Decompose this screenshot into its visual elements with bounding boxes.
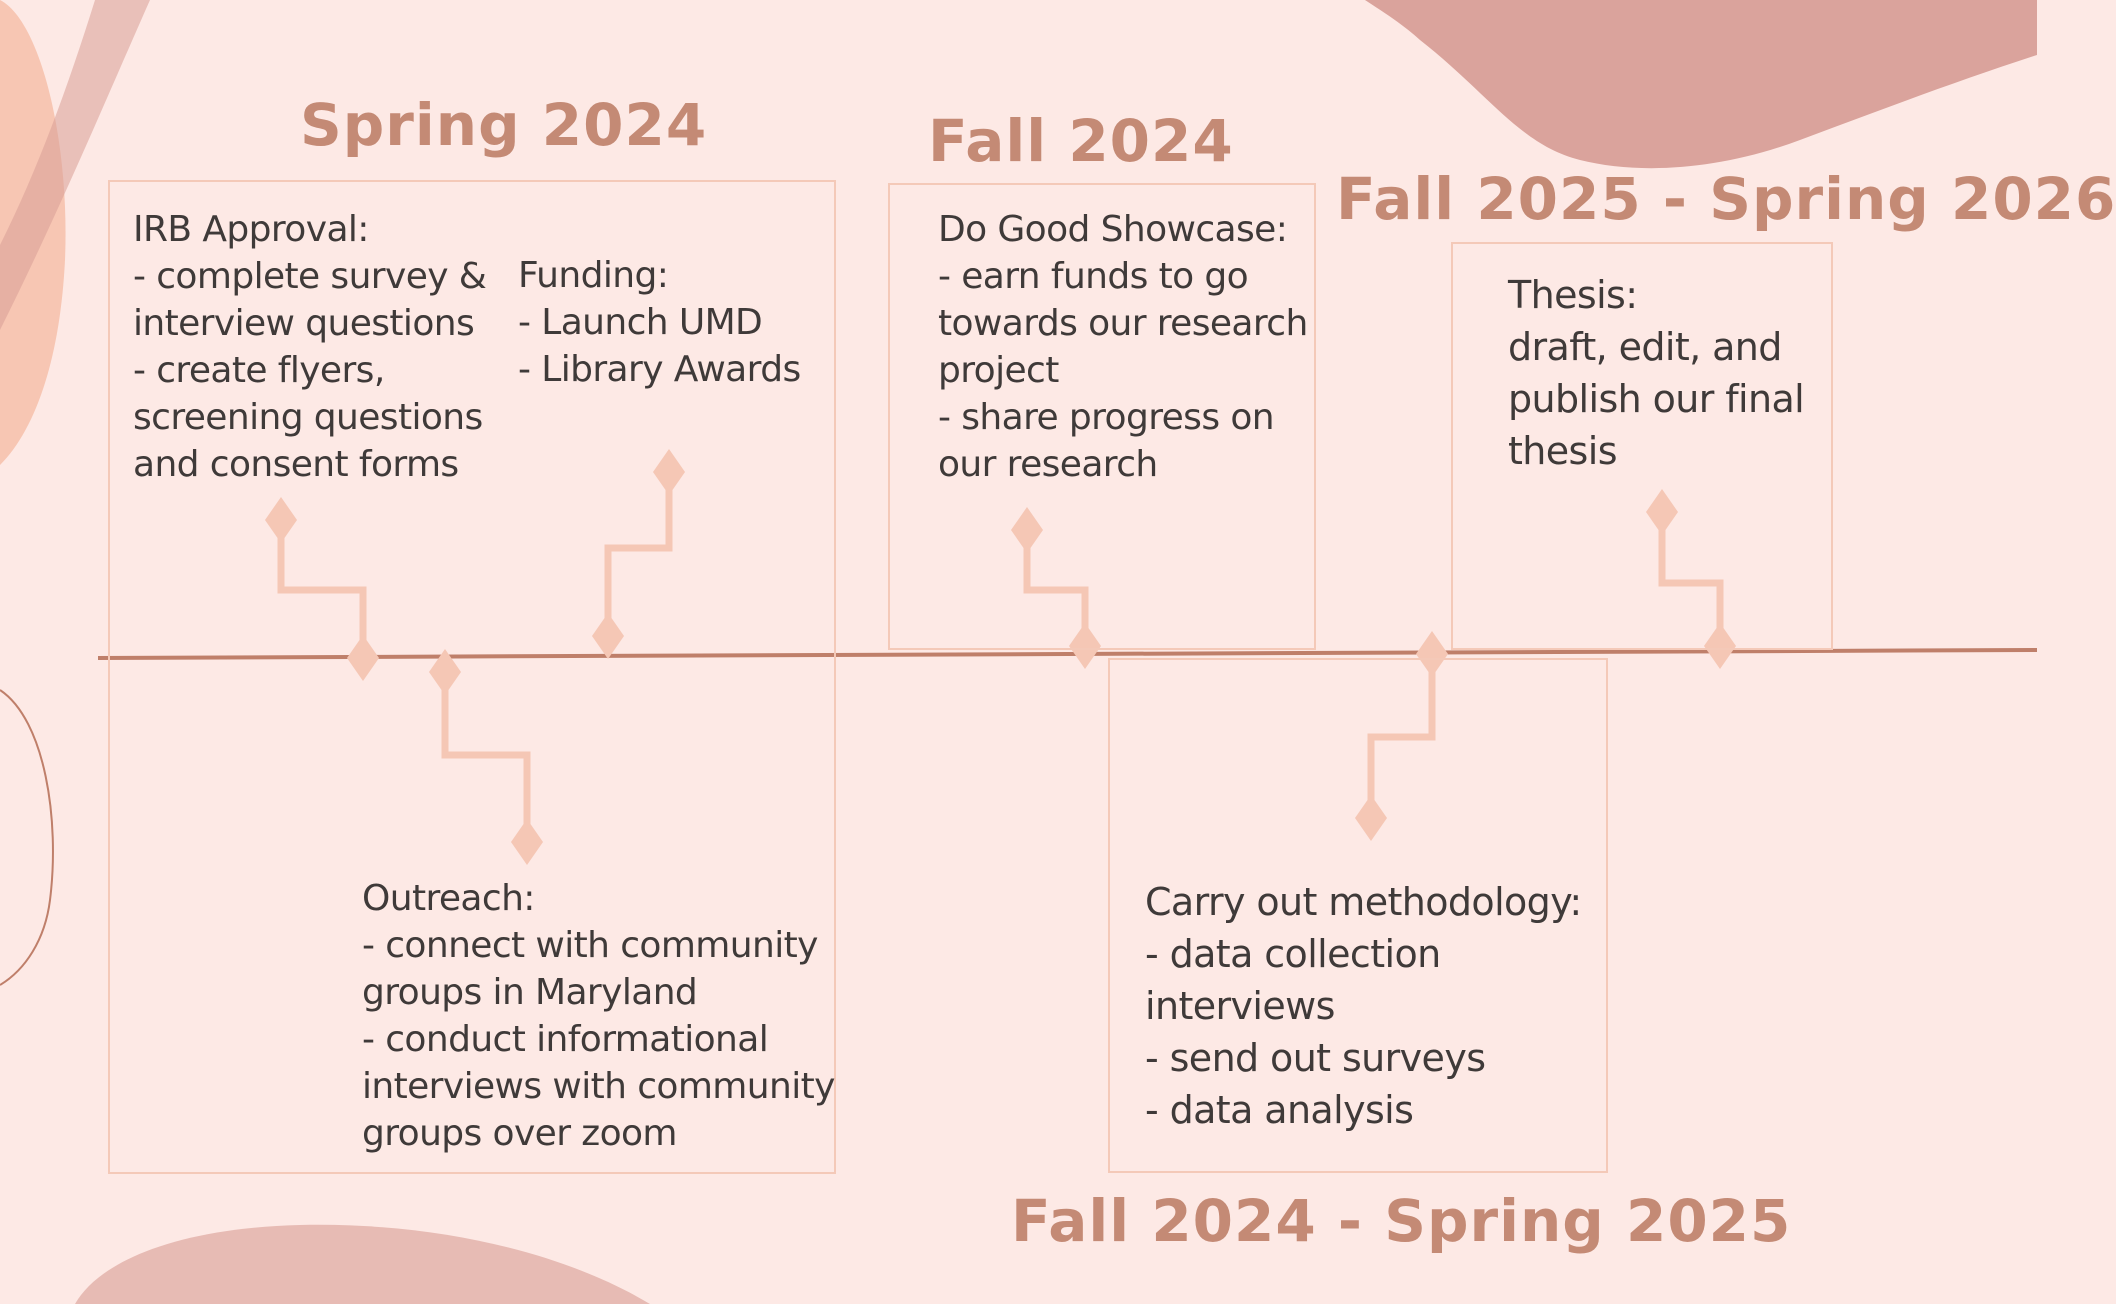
milestone-line: publish our final [1508,377,1805,421]
diamond-irb-top [265,497,297,543]
milestone-title: Do Good Showcase: [938,209,1288,250]
connector-irb [277,520,367,658]
outline-arc-left [0,689,54,986]
period-heading-fall-2025-spring-2026: Fall 2025 - Spring 2026 [1336,165,2116,233]
diamond-showcase-top [1011,507,1043,553]
milestone-outreach: Outreach: - connect with community group… [362,875,835,1157]
milestone-line: interview questions [133,303,475,344]
connector-outreach [441,672,531,842]
milestone-do-good-showcase: Do Good Showcase: - earn funds to go tow… [938,206,1308,488]
milestone-line: draft, edit, and [1508,325,1782,369]
milestone-line: groups in Maryland [362,972,698,1013]
blob-bottom-left [75,1224,650,1304]
diamond-methodology-axis [1416,631,1448,677]
milestone-title: Outreach: [362,878,535,919]
diamond-funding-axis [592,613,624,659]
fall-2025-spring-2026-frame [1451,242,1833,650]
milestone-line: our research [938,444,1158,485]
milestone-line: - earn funds to go [938,256,1249,297]
milestone-line: - Launch UMD [518,302,763,343]
milestone-line: - connect with community [362,925,818,966]
diamond-outreach-bottom [511,819,543,865]
milestone-title: Funding: [518,255,669,296]
milestone-line: interviews [1145,984,1335,1028]
period-heading-fall-2024: Fall 2024 [928,107,1234,175]
fall-2024-spring-2025-frame [1108,658,1608,1173]
milestone-line: project [938,350,1059,391]
milestone-line: - data collection [1145,932,1441,976]
milestone-line: thesis [1508,429,1618,473]
milestone-line: - complete survey & [133,256,487,297]
connectors [277,472,1724,842]
spring-2024-frame [108,180,836,1174]
milestone-carry-out-methodology: Carry out methodology: - data collection… [1145,876,1582,1136]
period-heading-fall-2024-spring-2025: Fall 2024 - Spring 2025 [1011,1187,1792,1255]
milestone-line: - conduct informational [362,1019,769,1060]
diamond-showcase-axis [1069,623,1101,669]
blob-top-right [1365,0,2037,169]
background-decor [0,0,2037,1304]
milestone-title: Carry out methodology: [1145,880,1582,924]
diamond-irb-axis [347,635,379,681]
milestone-line: screening questions [133,397,483,438]
diamond-outreach-axis [429,649,461,695]
period-heading-spring-2024: Spring 2024 [300,91,708,159]
milestone-line: interviews with community [362,1066,835,1107]
milestone-line: groups over zoom [362,1113,678,1154]
timeline-diagram [0,0,2038,1304]
milestone-thesis: Thesis: draft, edit, and publish our fin… [1508,269,1805,477]
connector-methodology [1367,654,1436,818]
connector-thesis [1658,512,1724,646]
diamond-thesis-top [1646,489,1678,535]
milestone-line: - send out surveys [1145,1036,1486,1080]
milestone-line: - share progress on [938,397,1275,438]
connector-funding [604,472,673,636]
milestone-line: and consent forms [133,444,459,485]
milestone-line: - data analysis [1145,1088,1414,1132]
fall-2024-frame [888,183,1316,650]
diamond-thesis-axis [1704,623,1736,669]
milestone-title: Thesis: [1508,273,1638,317]
milestone-line: - Library Awards [518,349,801,390]
diamond-funding-top [653,449,685,495]
milestone-line: - create flyers, [133,350,385,391]
milestone-line: towards our research [938,303,1308,344]
milestone-title: IRB Approval: [133,209,369,250]
connector-showcase [1023,530,1089,646]
milestone-irb-approval: IRB Approval: - complete survey & interv… [133,206,487,488]
diamond-methodology-bottom [1355,795,1387,841]
milestone-funding: Funding: - Launch UMD - Library Awards [518,252,801,393]
stripe-left [0,0,150,330]
diamonds [265,449,1736,865]
